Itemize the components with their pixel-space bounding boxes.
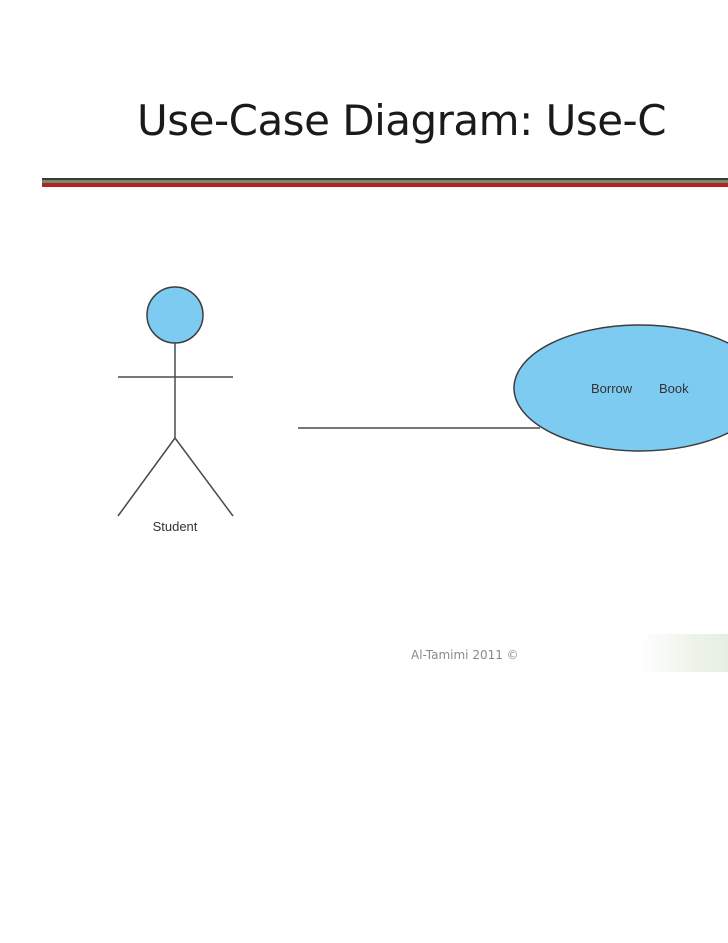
- title-divider-red: [42, 183, 728, 187]
- use-case-label-word2: Book: [659, 381, 689, 396]
- actor-right-leg: [174, 437, 234, 517]
- use-case-borrow-book: Borrow Book: [513, 324, 728, 452]
- actor-student: Student: [117, 286, 234, 534]
- title-divider-green: [42, 180, 728, 183]
- footer-copyright: Al-Tamimi 2011 ©: [411, 648, 519, 662]
- footer-decoration: [640, 634, 728, 672]
- actor-left-leg: [117, 437, 176, 517]
- slide-title: Use-Case Diagram: Use-C: [137, 96, 667, 145]
- title-divider-dark: [42, 178, 728, 180]
- use-case-ellipse: [513, 324, 728, 452]
- use-case-label-word1: Borrow: [591, 381, 633, 396]
- actor-head: [146, 286, 204, 344]
- actor-label: Student: [153, 519, 198, 534]
